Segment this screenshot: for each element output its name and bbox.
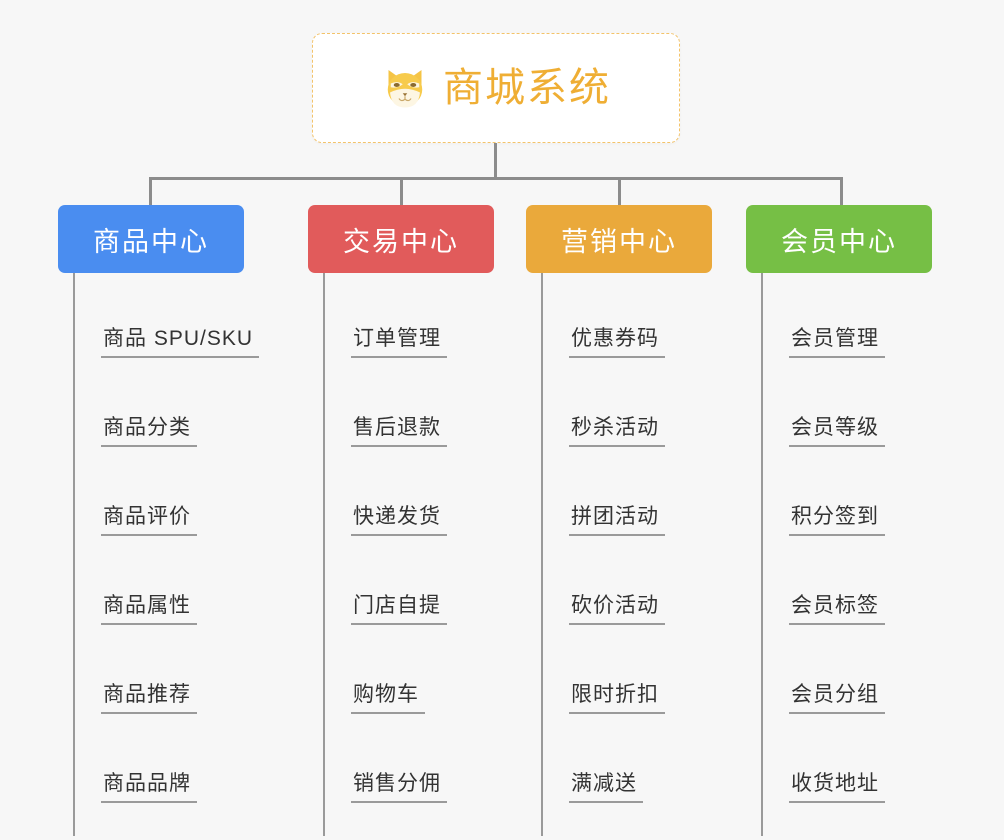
category-label: 营销中心 [561, 226, 677, 257]
leaf-label: 商品评价 [101, 505, 197, 536]
category-box-marketing-center[interactable]: 营销中心 [526, 205, 712, 273]
leaf-label: 收货地址 [789, 772, 885, 803]
leaf-label: 限时折扣 [569, 683, 665, 714]
branch-trade-center: 交易中心 订单管理 售后退款 快递发货 门店自提 购物车 销售分佣 [308, 205, 494, 836]
leaf-item[interactable]: 优惠券码 [541, 273, 712, 362]
branch-member-center: 会员中心 会员管理 会员等级 积分签到 会员标签 会员分组 收货地址 [746, 205, 932, 836]
leaf-item[interactable]: 订单管理 [323, 273, 494, 362]
leaf-label: 拼团活动 [569, 505, 665, 536]
leaf-item[interactable]: 商品分类 [73, 362, 244, 451]
category-box-member-center[interactable]: 会员中心 [746, 205, 932, 273]
leaf-item[interactable]: 拼团活动 [541, 451, 712, 540]
leaf-label: 售后退款 [351, 416, 447, 447]
leaf-label: 门店自提 [351, 594, 447, 625]
leaf-spine [323, 273, 325, 836]
connector-horizontal-bus [149, 177, 843, 180]
category-label: 交易中心 [343, 226, 459, 257]
leaf-label: 商品分类 [101, 416, 197, 447]
leaf-list-marketing-center: 优惠券码 秒杀活动 拼团活动 砍价活动 限时折扣 满减送 [526, 273, 712, 836]
root-node[interactable]: 商城系统 [312, 33, 680, 143]
leaf-label: 销售分佣 [351, 772, 447, 803]
leaf-item[interactable]: 会员标签 [761, 540, 932, 629]
leaf-item[interactable]: 商品 SPU/SKU [73, 273, 260, 362]
leaf-label: 购物车 [351, 683, 425, 714]
leaf-item[interactable]: 会员分组 [761, 629, 932, 718]
leaf-label: 商品推荐 [101, 683, 197, 714]
leaf-list-product-center: 商品 SPU/SKU 商品分类 商品评价 商品属性 商品推荐 商品品牌 [58, 273, 260, 836]
category-label: 商品中心 [93, 226, 209, 257]
leaf-item[interactable]: 砍价活动 [541, 540, 712, 629]
leaf-item[interactable]: 商品属性 [73, 540, 244, 629]
leaf-item[interactable]: 限时折扣 [541, 629, 712, 718]
leaf-item[interactable]: 商品品牌 [73, 718, 244, 807]
leaf-item[interactable]: 售后退款 [323, 362, 494, 451]
root-title: 商城系统 [443, 66, 611, 110]
leaf-label: 快递发货 [351, 505, 447, 536]
leaf-item[interactable]: 秒杀活动 [541, 362, 712, 451]
category-box-trade-center[interactable]: 交易中心 [308, 205, 494, 273]
leaf-label: 积分签到 [789, 505, 885, 536]
leaf-label: 会员标签 [789, 594, 885, 625]
leaf-item[interactable]: 满减送 [541, 718, 712, 807]
leaf-item[interactable]: 会员管理 [761, 273, 932, 362]
connector-root-stem [494, 143, 497, 179]
leaf-label: 优惠券码 [569, 327, 665, 358]
leaf-item[interactable]: 快递发货 [323, 451, 494, 540]
leaf-label: 砍价活动 [569, 594, 665, 625]
leaf-label: 商品品牌 [101, 772, 197, 803]
leaf-list-member-center: 会员管理 会员等级 积分签到 会员标签 会员分组 收货地址 [746, 273, 932, 836]
leaf-label: 会员分组 [789, 683, 885, 714]
leaf-label: 商品 SPU/SKU [101, 327, 260, 358]
leaf-item[interactable]: 门店自提 [323, 540, 494, 629]
leaf-spine [73, 273, 75, 836]
leaf-label: 商品属性 [101, 594, 197, 625]
leaf-label: 会员等级 [789, 416, 885, 447]
leaf-spine [761, 273, 763, 836]
branch-marketing-center: 营销中心 优惠券码 秒杀活动 拼团活动 砍价活动 限时折扣 满减送 [526, 205, 712, 836]
connector-drop-2 [400, 177, 403, 207]
leaf-label: 会员管理 [789, 327, 885, 358]
leaf-item[interactable]: 积分签到 [761, 451, 932, 540]
leaf-item[interactable]: 购物车 [323, 629, 494, 718]
leaf-item[interactable]: 会员等级 [761, 362, 932, 451]
leaf-item[interactable]: 收货地址 [761, 718, 932, 807]
branch-product-center: 商品中心 商品 SPU/SKU 商品分类 商品评价 商品属性 商品推荐 商品品牌 [58, 205, 260, 836]
category-label: 会员中心 [781, 226, 897, 257]
leaf-spine [541, 273, 543, 836]
leaf-item[interactable]: 商品评价 [73, 451, 244, 540]
connector-drop-4 [840, 177, 843, 207]
leaf-label: 秒杀活动 [569, 416, 665, 447]
connector-drop-3 [618, 177, 621, 207]
leaf-label: 满减送 [569, 772, 643, 803]
connector-drop-1 [149, 177, 152, 207]
leaf-label: 订单管理 [351, 327, 447, 358]
shiba-dog-icon [381, 64, 429, 112]
leaf-item[interactable]: 销售分佣 [323, 718, 494, 807]
leaf-item[interactable]: 商品推荐 [73, 629, 244, 718]
leaf-list-trade-center: 订单管理 售后退款 快递发货 门店自提 购物车 销售分佣 [308, 273, 494, 836]
category-box-product-center[interactable]: 商品中心 [58, 205, 244, 273]
